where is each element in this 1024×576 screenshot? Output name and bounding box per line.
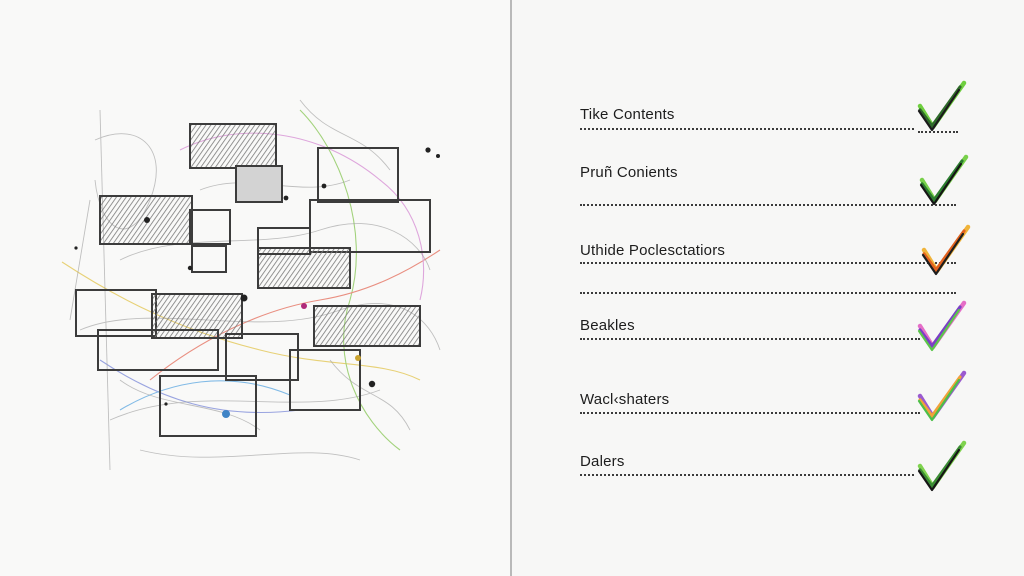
checkmark-stroke (917, 88, 961, 132)
toc-leader-dots (580, 292, 956, 294)
sketch-box (317, 147, 399, 203)
sketch-box (189, 123, 277, 169)
checkmark-icon (917, 440, 967, 492)
checkmark-stroke (922, 229, 966, 272)
sketch-box (191, 245, 227, 273)
checkmark-icon (919, 154, 969, 206)
checkmark-stroke (917, 308, 961, 352)
sketch-box (151, 293, 243, 339)
sketch-box (289, 349, 361, 411)
sketch-box (97, 329, 219, 371)
toc-leader-dots (918, 131, 958, 133)
sketch-box (313, 305, 421, 347)
ink-dots (74, 147, 440, 418)
toc-leader-dots (580, 474, 914, 476)
toc-leader-dots (580, 128, 914, 130)
toc-leader-dots (580, 412, 920, 414)
toc-item-label: Pruñ Conients (580, 164, 678, 181)
sketch-boxes (75, 123, 431, 437)
toc-panel: Tike Contents Pruñ Conients Uthide Pocle… (512, 0, 1024, 576)
sketch-box (257, 227, 311, 255)
checkmark-stroke (918, 305, 962, 348)
checkmark-icon (921, 224, 971, 276)
checkmark-stroke (917, 448, 961, 492)
sketch-box (225, 333, 299, 381)
toc-leader-dots (580, 262, 956, 264)
scribble-line (61, 261, 421, 381)
sketch-box (159, 375, 257, 437)
checkmark-icon (917, 300, 967, 352)
toc-item-label: Wacl‹shaters (580, 391, 670, 408)
checkmark-stroke (919, 162, 963, 206)
sketch-box (189, 209, 231, 245)
toc-leader-dots (580, 338, 920, 340)
toc-item-label: Tike Contents (580, 106, 675, 123)
scribble-line (149, 249, 441, 381)
toc-leader-dots (580, 204, 956, 206)
checkmark-stroke (917, 378, 961, 422)
toc-item-label: Beakles (580, 317, 635, 334)
checkmark-stroke (918, 445, 962, 488)
sketch-panel (0, 0, 510, 576)
checkmark-stroke (921, 232, 965, 276)
sketch-box (99, 195, 193, 245)
checkmark-stroke (918, 85, 962, 128)
scribble-line (119, 380, 291, 411)
sketch-box (309, 199, 431, 253)
scribble-line (299, 109, 401, 451)
scribble-line (99, 359, 301, 414)
sketch-illustration (61, 99, 441, 471)
checkmark-stroke (920, 159, 964, 202)
toc-item-label: Uthide Poclesctatiors (580, 242, 726, 259)
sketch-box (235, 165, 283, 203)
toc-item-label: Dalers (580, 453, 625, 470)
checkmark-icon (917, 80, 967, 132)
panel-divider (510, 0, 512, 576)
checkmark-stroke (918, 375, 962, 418)
checkmark-icon (917, 370, 967, 422)
